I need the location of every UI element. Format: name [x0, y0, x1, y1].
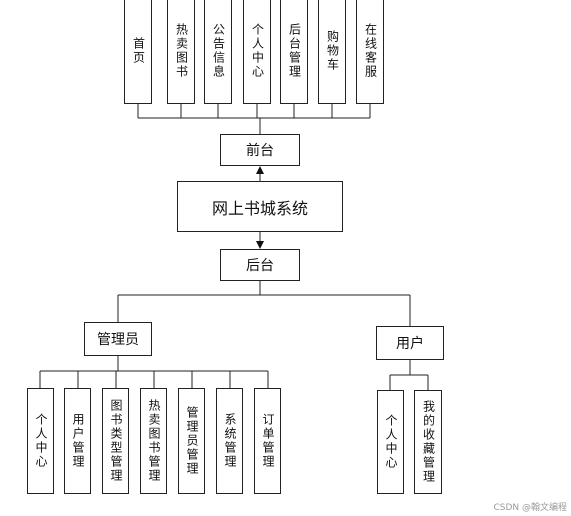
frontend-module-personal-center: 个人中心 — [243, 0, 271, 104]
admin-module-personal-center: 个人中心 — [27, 388, 54, 494]
admin-module-system-management: 系统管理 — [216, 388, 243, 494]
frontend-module-home: 首页 — [124, 0, 152, 104]
frontend-module-announcements: 公告信息 — [204, 0, 232, 104]
user-module-personal-center: 个人中心 — [377, 390, 404, 494]
frontend-module-backend-management: 后台管理 — [280, 0, 308, 104]
frontend-module-hot-books: 热卖图书 — [167, 0, 195, 104]
frontend-module-shopping-cart: 购物车 — [318, 0, 346, 104]
admin-module-book-type-management: 图书类型管理 — [102, 388, 129, 494]
admin-module-user-management: 用户管理 — [64, 388, 91, 494]
frontend-box: 前台 — [220, 134, 300, 166]
user-role-box: 用户 — [376, 326, 444, 360]
admin-module-hot-book-management: 热卖图书管理 — [140, 388, 167, 494]
backend-box: 后台 — [220, 249, 300, 281]
admin-module-admin-management: 管理员管理 — [178, 388, 205, 494]
admin-role-box: 管理员 — [84, 322, 152, 356]
frontend-module-online-service: 在线客服 — [356, 0, 384, 104]
system-box: 网上书城系统 — [177, 181, 343, 232]
admin-module-order-management: 订单管理 — [254, 388, 281, 494]
watermark: CSDN @翰文编程 — [493, 503, 567, 513]
user-module-favorites-management: 我的收藏管理 — [414, 390, 442, 494]
